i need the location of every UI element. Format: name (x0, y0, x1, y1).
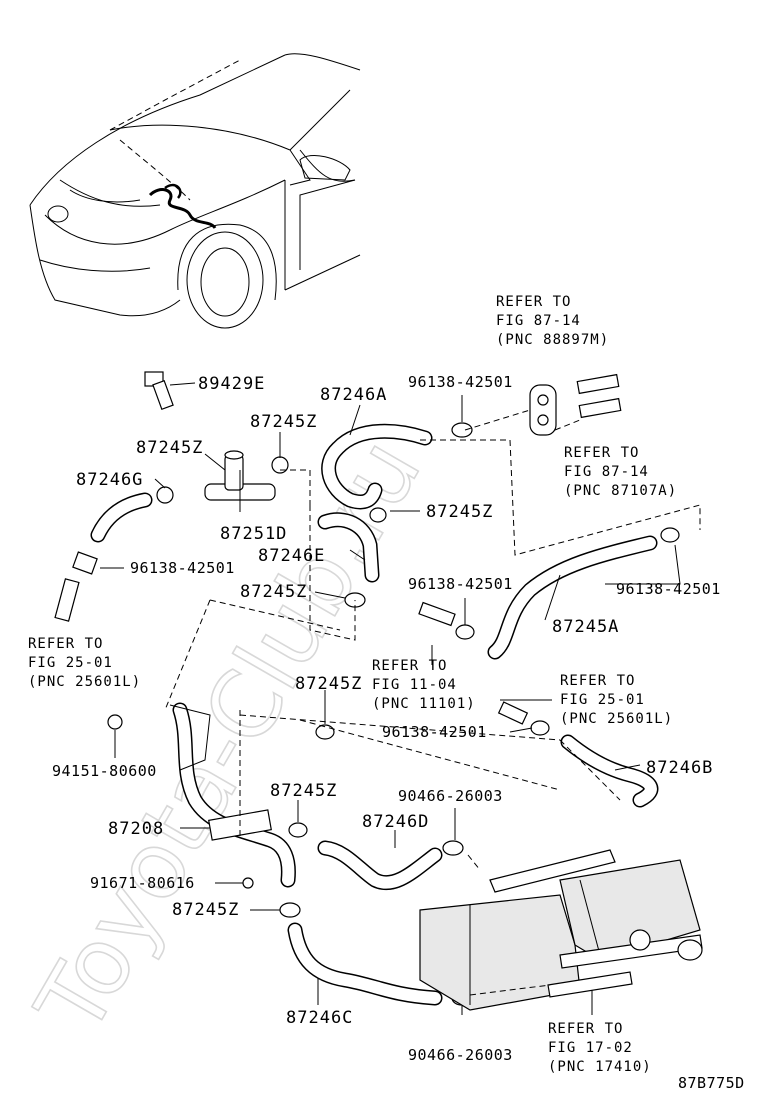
refer-87107A-line3: (PNC 87107A) (564, 483, 677, 499)
label-91671: 91671-80616 (90, 874, 195, 892)
label-87245A: 87245A (552, 617, 619, 637)
label-87246G: 87246G (76, 470, 143, 490)
label-87208: 87208 (108, 819, 164, 839)
label-96138-mid: 96138-42501 (408, 575, 513, 593)
label-96138-top: 96138-42501 (408, 373, 513, 391)
pipe-stub-25-01 (497, 701, 529, 725)
pipe-stub-11-04 (418, 601, 456, 627)
refer-11101-line3: (PNC 11101) (372, 696, 476, 712)
label-87245Z-3: 87245Z (426, 502, 493, 522)
refer-17410-line2: FIG 17-02 (548, 1040, 633, 1056)
part-labels: 89429E 87246A 96138-42501 87245Z 87245Z … (52, 373, 745, 1092)
label-87245Z-1: 87245Z (250, 412, 317, 432)
refer-25601L-left-line2: FIG 25-01 (28, 655, 113, 671)
refer-11101-line1: REFER TO (372, 658, 447, 674)
refer-11101-line2: FIG 11-04 (372, 677, 457, 693)
refer-87107A: REFER TO FIG 87-14 (PNC 87107A) (564, 445, 677, 499)
label-87246C: 87246C (286, 1008, 353, 1028)
diagram-code: 87B775D (678, 1074, 745, 1092)
label-87246B: 87246B (646, 758, 713, 778)
label-87246E: 87246E (258, 546, 325, 566)
label-87245Z-6: 87245Z (270, 781, 337, 801)
exhaust-converter (419, 849, 703, 1011)
hose-87246A (321, 423, 433, 510)
refer-87107A-line2: FIG 87-14 (564, 464, 649, 480)
label-87245Z-5: 87245Z (295, 674, 362, 694)
label-90466-top: 90466-26003 (398, 787, 503, 805)
refer-11101: REFER TO FIG 11-04 (PNC 11101) (372, 658, 476, 712)
hose-87246G (90, 492, 153, 543)
refer-blocks: REFER TO FIG 87-14 (PNC 88897M) REFER TO… (28, 294, 677, 1075)
refer-25601L-left: REFER TO FIG 25-01 (PNC 25601L) (28, 636, 141, 690)
refer-17410-line1: REFER TO (548, 1021, 623, 1037)
label-87246A: 87246A (320, 385, 387, 405)
refer-88897M-line1: REFER TO (496, 294, 571, 310)
hose-87246C (287, 922, 443, 1006)
car-illustration (29, 53, 361, 329)
dashed-leaders (164, 409, 701, 996)
refer-87107A-line1: REFER TO (564, 445, 639, 461)
refer-88897M-line2: FIG 87-14 (496, 313, 581, 329)
label-96138-low: 96138-42501 (382, 723, 487, 741)
pipes-87107A (576, 373, 622, 419)
refer-25601L-right-line1: REFER TO (560, 673, 635, 689)
hose-87246B (560, 734, 659, 808)
refer-88897M: REFER TO FIG 87-14 (PNC 88897M) (496, 294, 609, 348)
label-87245Z-7: 87245Z (172, 900, 239, 920)
refer-25601L-right-line2: FIG 25-01 (560, 692, 645, 708)
label-87246D: 87246D (362, 812, 429, 832)
refer-25601L-left-line3: (PNC 25601L) (28, 674, 141, 690)
refer-25601L-right: REFER TO FIG 25-01 (PNC 25601L) (560, 673, 673, 727)
refer-88897M-line3: (PNC 88897M) (496, 332, 609, 348)
refer-25601L-left-line1: REFER TO (28, 636, 103, 652)
hose-87245A (487, 535, 658, 660)
label-94151: 94151-80600 (52, 762, 157, 780)
sensor-89429E (144, 371, 174, 411)
grommet-88897M (529, 384, 557, 436)
refer-25601L-right-line3: (PNC 25601L) (560, 711, 673, 727)
hose-87246E (317, 512, 380, 583)
label-87245Z-2: 87245Z (136, 438, 203, 458)
label-87245Z-4: 87245Z (240, 582, 307, 602)
label-90466-bottom: 90466-26003 (408, 1046, 513, 1064)
leader-lines (100, 382, 681, 1015)
label-96138-right: 96138-42501 (616, 580, 721, 598)
pipe-stub-left (54, 551, 98, 622)
label-89429E: 89429E (198, 374, 265, 394)
hose-87246D (317, 840, 443, 891)
label-87251D: 87251D (220, 524, 287, 544)
refer-17410-line3: (PNC 17410) (548, 1059, 652, 1075)
label-96138-left: 96138-42501 (130, 559, 235, 577)
refer-17410: REFER TO FIG 17-02 (PNC 17410) (548, 1021, 652, 1075)
